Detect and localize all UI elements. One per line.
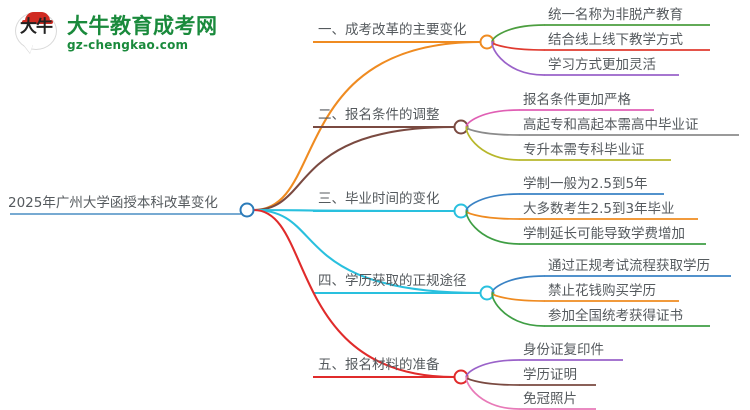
mindmap-root-node[interactable] [239,202,255,218]
leaf-label-4-3[interactable]: 参加全国统考获得证书 [548,308,683,324]
site-logo[interactable]: 大牛 大牛教育成考网 gz-chengkao.com [14,8,244,58]
branch-label-5[interactable]: 五、报名材料的准备 [318,357,440,373]
leaf-connector-2-1 [465,109,520,128]
leaf-label-4-2[interactable]: 禁止花钱购买学历 [548,283,656,299]
leaf-label-1-1[interactable]: 统一名称为非脱产教育 [548,7,683,23]
leaf-label-5-3[interactable]: 免冠照片 [523,391,577,407]
mindmap-root-label: 2025年广州大学函授本科改革变化 [8,195,218,211]
leaf-label-4-1[interactable]: 通过正规考试流程获取学历 [548,258,710,274]
leaf-label-1-2[interactable]: 结合线上线下教学方式 [548,32,683,48]
leaf-label-2-2[interactable]: 高起专和高起本需高中毕业证 [523,117,699,133]
leaf-connector-4-1 [491,275,545,294]
branch-connector-4 [252,208,482,295]
logo-red-cap-icon [22,12,53,24]
speech-bubble-logo-icon: 大牛 [14,11,60,55]
branch-label-1[interactable]: 一、成考改革的主要变化 [318,22,467,38]
leaf-label-5-1[interactable]: 身份证复印件 [523,342,604,358]
leaf-connector-5-3 [465,376,520,410]
leaf-connector-2-2 [465,126,520,136]
leaf-label-2-3[interactable]: 专升本需专科毕业证 [523,142,645,158]
leaf-connector-1-3 [491,41,545,76]
leaf-connector-3-2 [465,210,520,220]
branch-label-4[interactable]: 四、学历获取的正规途径 [318,273,467,289]
logo-text-block: 大牛教育成考网 gz-chengkao.com [67,14,218,53]
branch-connector-2 [252,125,456,212]
branch-label-2[interactable]: 二、报名条件的调整 [318,107,440,123]
branch-connector-5 [252,208,456,379]
branch-label-3[interactable]: 三、毕业时间的变化 [318,191,440,207]
leaf-label-2-1[interactable]: 报名条件更加严格 [523,92,631,108]
leaf-label-1-3[interactable]: 学习方式更加灵活 [548,57,656,73]
brand-url: gz-chengkao.com [67,37,189,52]
leaf-connector-3-3 [465,210,520,245]
leaf-connector-1-1 [491,24,545,43]
logo-mark-glyph: 大牛 [20,17,53,37]
leaf-label-3-3[interactable]: 学制延长可能导致学费增加 [523,226,685,242]
leaf-connector-4-3 [491,292,545,327]
logo-bubble-tail [23,44,33,53]
leaf-connector-2-3 [465,126,520,161]
brand-name: 大牛教育成考网 [67,13,218,38]
leaf-label-3-1[interactable]: 学制一般为2.5到5年 [523,176,648,192]
leaf-label-5-2[interactable]: 学历证明 [523,367,577,383]
leaf-connector-4-2 [491,292,545,302]
leaf-connector-5-2 [465,376,520,386]
leaf-connector-3-1 [465,193,520,212]
leaf-connector-5-1 [465,359,520,378]
leaf-connector-1-2 [491,41,545,51]
leaf-label-3-2[interactable]: 大多数考生2.5到3年毕业 [523,201,675,217]
